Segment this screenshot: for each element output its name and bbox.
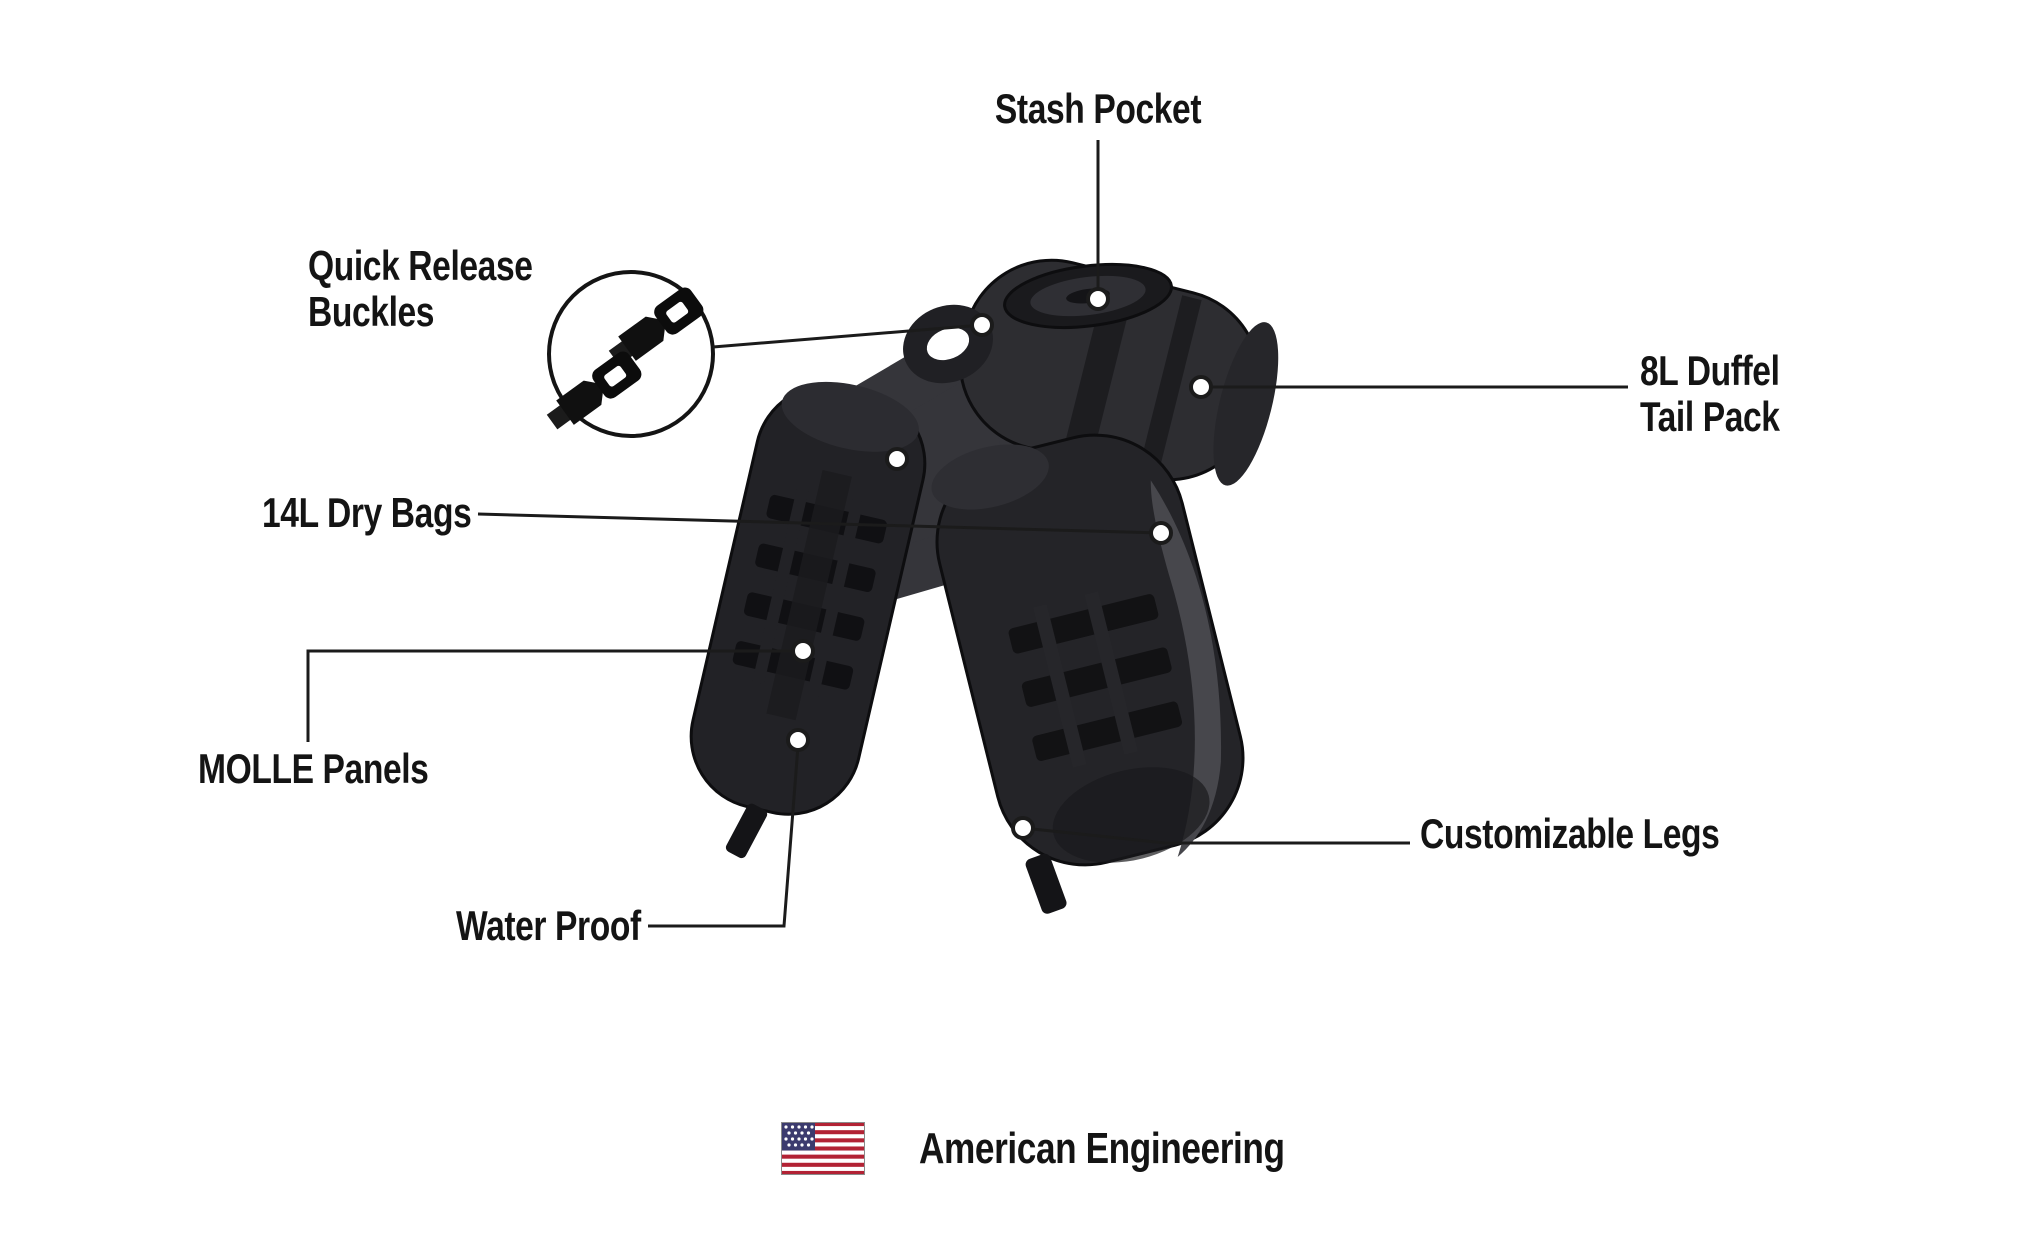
label-customizable-legs: Customizable Legs xyxy=(1420,810,1720,857)
duffel-anchor xyxy=(1189,375,1213,399)
label-stash-pocket: Stash Pocket xyxy=(994,85,1202,132)
molle-line xyxy=(306,649,803,742)
bag-illustration xyxy=(689,258,1279,914)
right-bag-bottom-strap xyxy=(1025,853,1067,914)
label-molle-panels: MOLLE Panels xyxy=(198,745,429,792)
stash-pocket-anchor xyxy=(1086,287,1110,311)
legs-anchor xyxy=(1011,816,1035,840)
quick-release-anchor xyxy=(970,313,994,337)
footer-text: American Engineering xyxy=(919,1123,1285,1173)
water-proof-anchor xyxy=(786,728,810,752)
footer: American Engineering xyxy=(781,1122,1376,1175)
label-water-proof: Water Proof xyxy=(456,902,641,949)
left-bag-bottom-strap xyxy=(725,803,768,859)
us-flag-icon xyxy=(781,1122,865,1175)
right-bag-side-panel xyxy=(1150,480,1222,857)
water-proof-line xyxy=(648,745,800,928)
callout-lines xyxy=(306,140,1628,928)
quick-release-buckle-icon xyxy=(546,287,704,430)
molle-anchor xyxy=(791,639,815,663)
right-saddlebag xyxy=(931,433,1245,867)
buckle-inset xyxy=(546,270,715,438)
dry-bag-left-anchor xyxy=(885,447,909,471)
legs-line xyxy=(1022,826,1410,845)
label-quick-release-buckles: Quick Release Buckles xyxy=(308,242,533,335)
label-duffel-tail-pack: 8L Duffel Tail Pack xyxy=(1640,347,1780,440)
dry-bags-line xyxy=(477,512,1162,535)
callout-dots xyxy=(786,287,1213,840)
label-dry-bags: 14L Dry Bags xyxy=(262,489,472,536)
quick-release-line xyxy=(712,323,983,349)
left-saddlebag xyxy=(689,381,927,816)
dry-bag-right-anchor xyxy=(1149,521,1173,545)
